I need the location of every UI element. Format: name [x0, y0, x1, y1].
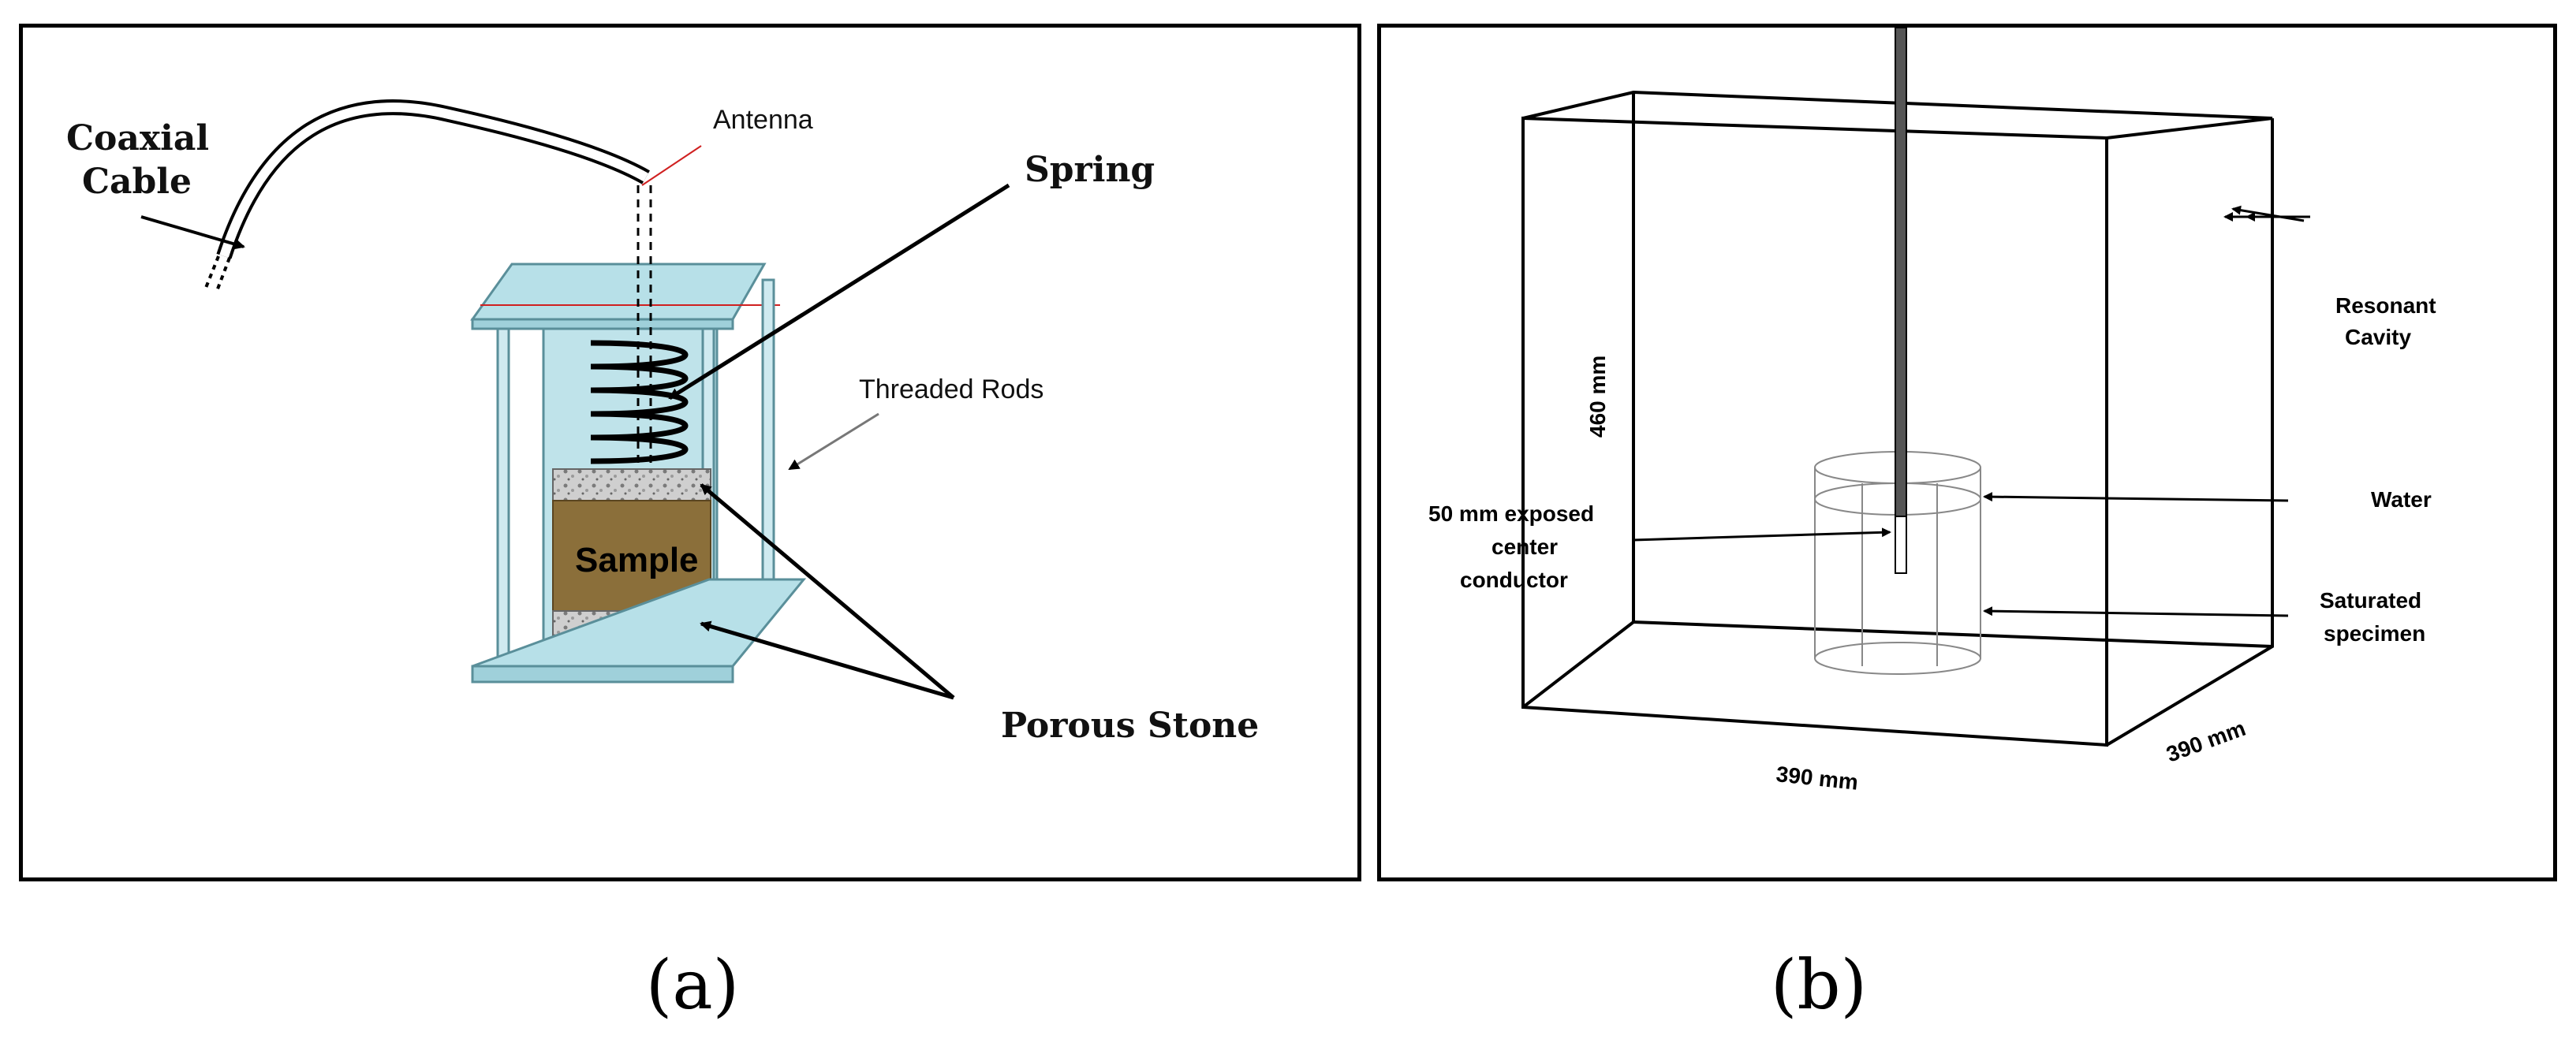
center-conductor	[1895, 28, 1907, 574]
label-antenna: Antenna	[713, 105, 813, 135]
label-conductor-line2: center	[1491, 535, 1558, 559]
panel-b-svg: 460 mm 390 mm 390 mm Resonant Cavity Wat…	[1428, 28, 2436, 795]
antenna	[637, 185, 652, 469]
label-water: Water	[2371, 487, 2432, 512]
caption-a: (a)	[645, 946, 740, 1025]
label-conductor-line3: conductor	[1460, 568, 1568, 592]
label-sample: Sample	[575, 541, 699, 579]
annotation-arrows	[140, 145, 1010, 700]
label-coaxial-line2: Cable	[82, 162, 192, 202]
panel-a-diagram: Coaxial Cable Antenna Spring Threaded Ro…	[19, 24, 1361, 881]
spring	[590, 340, 689, 464]
panel-b-diagram: 460 mm 390 mm 390 mm Resonant Cavity Wat…	[1377, 24, 2557, 881]
label-coaxial-line1: Coaxial	[66, 118, 209, 158]
caption-b: (b)	[1770, 946, 1868, 1025]
label-specimen-line2: specimen	[2324, 621, 2425, 646]
label-porous-stone: Porous Stone	[1001, 706, 1259, 746]
specimen-cylinder	[1814, 451, 1981, 675]
bottom-plate	[471, 578, 807, 684]
label-cavity-line1: Resonant	[2335, 293, 2436, 318]
label-depth: 390 mm	[2163, 716, 2249, 767]
annotation-arrows	[1633, 205, 2310, 617]
label-spring: Spring	[1025, 150, 1155, 190]
label-width: 390 mm	[1775, 762, 1859, 795]
label-threaded-rods: Threaded Rods	[859, 374, 1043, 404]
coaxial-cable	[204, 99, 650, 292]
label-cavity-line2: Cavity	[2345, 325, 2411, 349]
panel-a-svg: Coaxial Cable Antenna Spring Threaded Ro…	[66, 99, 1259, 746]
top-plate	[470, 263, 780, 330]
resonant-cavity-box	[1521, 90, 2274, 747]
label-conductor-line1: 50 mm exposed	[1428, 501, 1594, 526]
label-height: 460 mm	[1585, 356, 1610, 438]
label-specimen-line1: Saturated	[2320, 588, 2421, 613]
